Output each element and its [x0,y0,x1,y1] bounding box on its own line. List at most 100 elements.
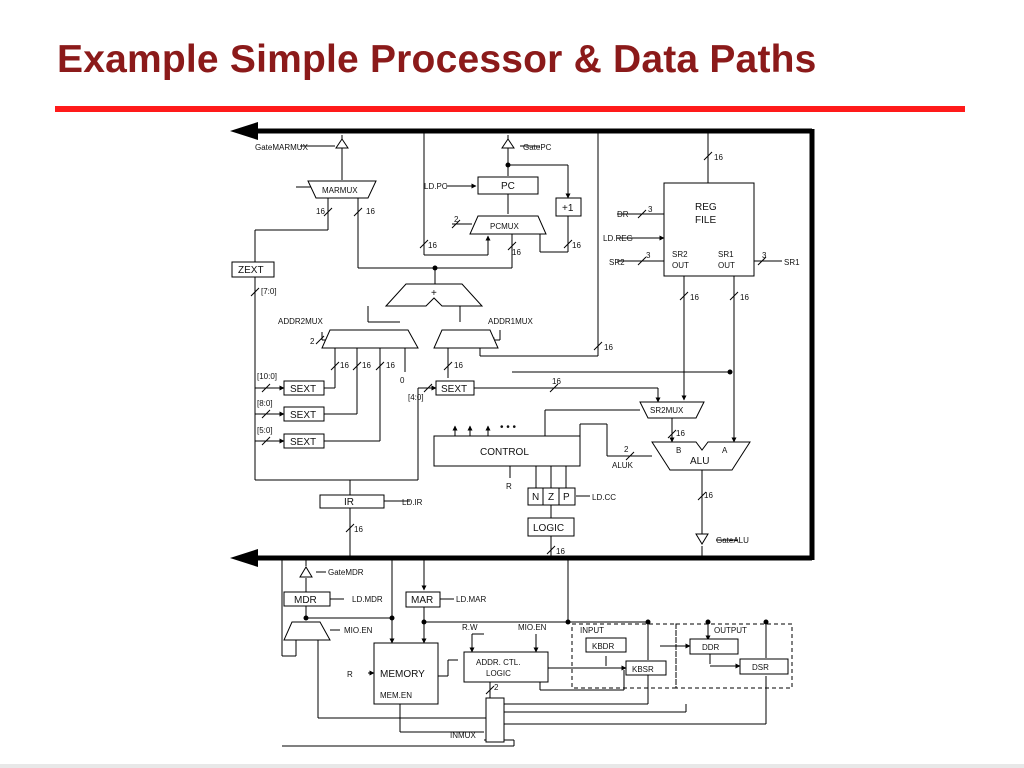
svg-text:16: 16 [604,343,613,352]
bus-arrow-bottom [230,549,258,567]
input-label: INPUT [580,626,604,635]
kbdr-label: KBDR [592,642,614,651]
sr1-out-label-1: SR1 [718,250,734,259]
ld-reg-label: LD.REG [603,234,633,243]
sext-5-0-label: SEXT [290,437,316,448]
svg-text:16: 16 [714,153,723,162]
ld-mar-label: LD.MAR [456,595,486,604]
svg-text:3: 3 [648,205,653,214]
sext-8-0 [283,406,325,422]
address-adder [384,283,484,307]
svg-text:3: 3 [762,251,767,260]
marmux [307,180,377,199]
svg-text:16: 16 [556,547,565,556]
addr2mux [321,329,419,349]
svg-text:16: 16 [552,377,561,386]
addr-ctl-label-2: LOGIC [486,669,511,678]
zext-unit [231,261,275,278]
bits-4-0-label: [4:0] [408,393,424,402]
mdr-label: MDR [294,595,317,606]
zero-input-label: 0 [400,376,405,385]
pcmux-label: PCMUX [490,222,520,231]
junction-dots [303,162,769,625]
gate-pc-triangle [501,138,515,149]
increment-label: +1 [562,203,574,214]
pc-register [477,176,539,195]
bits-7-0-label: [7:0] [261,287,277,296]
p-flag [558,487,576,506]
input-group [571,623,677,689]
pc-label: PC [501,181,515,192]
register-file [663,182,755,277]
gate-mdr-triangle [299,566,313,578]
sr2-out-label-1: SR2 [672,250,688,259]
ddr-register [689,638,739,655]
zext-label: ZEXT [238,265,264,276]
mdr-register [283,591,331,607]
gate-marmux-label: GateMARMUX [255,143,309,152]
bus-arrow-top [230,122,258,140]
svg-text:16: 16 [366,207,375,216]
ir-label: IR [344,497,354,508]
sext-10-0-label: SEXT [290,384,316,395]
bus-width-labels: 16 16 16 16 16 16 16 16 16 16 16 16 16 1… [316,153,767,556]
logic-unit [527,517,575,537]
addr-ctl-label-1: ADDR. CTL. [476,658,520,667]
ddr-label: DDR [702,643,720,652]
svg-text:16: 16 [386,361,395,370]
bits-5-0-label: [5:0] [257,426,273,435]
alu [651,441,751,471]
control-dots: • • • [500,422,517,433]
title-rule [55,106,965,112]
sr2mux-label: SR2MUX [650,406,684,415]
memory-r-label: R [347,670,353,679]
logic-label: LOGIC [533,523,564,534]
sr1-out-label-2: OUT [718,261,735,270]
mar-label: MAR [411,595,433,606]
reg-file-label-1: REG [695,202,717,213]
dr-label: DR [617,210,629,219]
alu-a-label: A [722,446,728,455]
ld-mdr-label: LD.MDR [352,595,383,604]
p-flag-label: P [563,492,570,503]
mio-en-label-ctl: MIO.EN [518,623,547,632]
svg-text:16: 16 [362,361,371,370]
addr1mux-label: ADDR1MUX [488,317,534,326]
sr2-out-label-2: OUT [672,261,689,270]
datapath-diagram: GateMARMUX GatePC GateALU GateMDR MARMUX… [230,122,815,747]
aluk-width: 2 [624,445,629,454]
inmux [485,697,505,743]
bits-10-0-label: [10:0] [257,372,277,381]
bus-width-ticks [250,151,767,695]
sext-4-0 [435,380,475,396]
mdr-mux [283,621,331,641]
svg-text:16: 16 [740,293,749,302]
svg-text:3: 3 [646,251,651,260]
reg-file-label-2: FILE [695,215,716,226]
addr1mux [433,329,499,349]
output-group [675,623,793,689]
ir-register [319,494,385,509]
ld-pc-label: LD.PC [424,182,448,191]
svg-text:16: 16 [690,293,699,302]
addr2mux-label: ADDR2MUX [278,317,324,326]
sr2-select-label: SR2 [609,258,625,267]
dsr-label: DSR [752,663,769,672]
sext-10-0 [283,380,325,396]
dsr-register [739,658,789,675]
sr1-select-label: SR1 [784,258,800,267]
svg-text:16: 16 [704,491,713,500]
increment-unit [555,197,582,217]
memory-unit [373,642,439,705]
gate-alu-label: GateALU [716,536,749,545]
pcmux [469,215,547,235]
addr2mux-select-width: 2 [310,337,315,346]
inmux-label: INMUX [450,731,476,740]
svg-text:16: 16 [354,525,363,534]
sext-5-0 [283,433,325,449]
control-unit [433,435,581,467]
slide-title: Example Simple Processor & Data Paths [57,38,817,81]
output-label: OUTPUT [714,626,747,635]
sext-4-0-label: SEXT [441,384,467,395]
gate-marmux-triangle [335,138,349,149]
